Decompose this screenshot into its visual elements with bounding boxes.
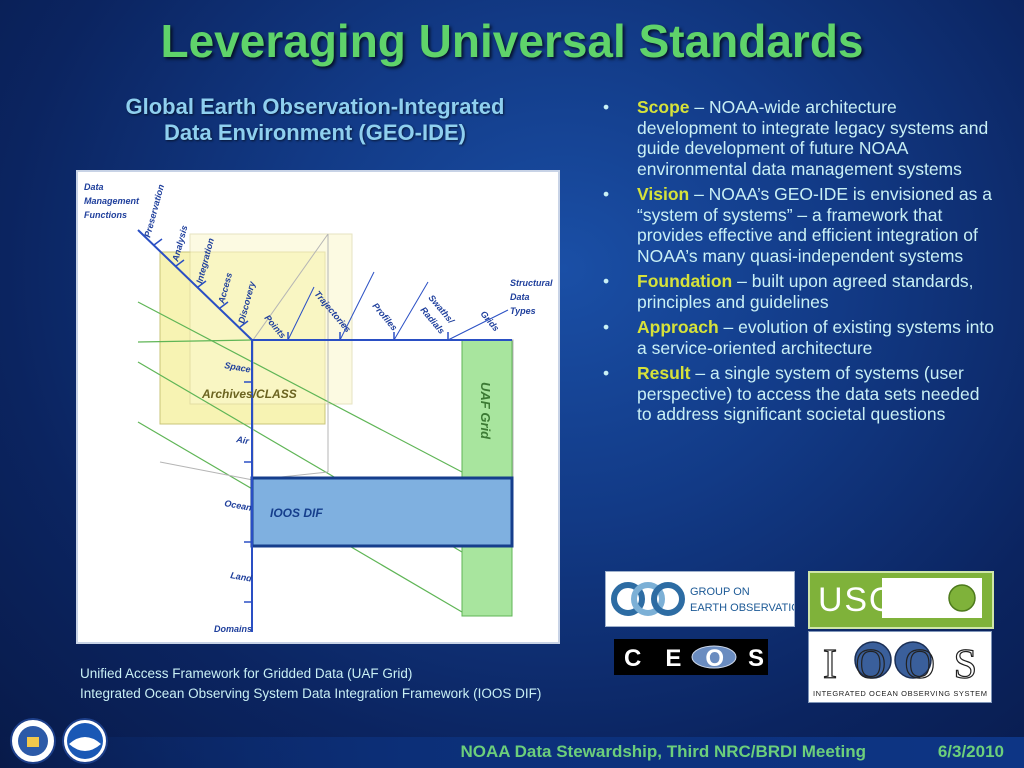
ioos-globe-icon-1 <box>854 641 892 679</box>
ceos-logo: CEOS <box>614 639 768 675</box>
bullet-term: Result <box>637 363 691 383</box>
axis-functions <box>137 229 253 341</box>
bullet-term: Approach <box>637 317 719 337</box>
usgeo-logo-svg: USGEO <box>818 578 982 619</box>
green-line-4 <box>137 339 254 343</box>
bullet-scope: • Scope – NOAA-wide architecture developm… <box>603 97 998 179</box>
bullet-term: Scope <box>637 97 690 117</box>
geo-ring-1 <box>611 582 645 616</box>
ioos-label: IOOS DIF <box>270 506 323 520</box>
label-structural-3: Types <box>510 306 536 316</box>
bullet-text: – NOAA-wide architecture development to … <box>637 97 989 179</box>
domain-land: Land <box>230 570 253 584</box>
ioos-globe-icon-2 <box>894 641 932 679</box>
ioos-logo: IOOS INTEGRATED OCEAN OBSERVING SYSTEM <box>808 631 992 703</box>
tick-fn-4 <box>219 301 229 309</box>
type-profiles: Profiles <box>370 301 399 333</box>
geo-logo-svg: GROUP ON EARTH OBSERVATIONS <box>611 582 815 616</box>
tick-fn-3 <box>197 280 207 288</box>
footer-date: 6/3/2010 <box>937 742 1004 761</box>
label-data-management-3: Functions <box>84 210 127 220</box>
geo-text-line-2: EARTH OBSERVATIONS <box>690 602 794 614</box>
ioos-small-text: INTEGRATED OCEAN OBSERVING SYSTEM <box>813 689 987 698</box>
bullet-text: – evolution of existing systems into a s… <box>637 317 994 358</box>
bullet-dot: • <box>603 363 610 383</box>
bullet-list: • Scope – NOAA-wide architecture developm… <box>603 97 998 430</box>
ceos-logo-svg: CEOS <box>624 645 764 672</box>
label-data-management-2: Management <box>84 196 140 206</box>
domain-space: Space <box>224 360 252 374</box>
diagram-caption: Unified Access Framework for Gridded Dat… <box>80 664 541 704</box>
bullet-dot: • <box>603 184 610 204</box>
usgeo-logo: USGEO <box>808 571 994 629</box>
slide-title: Leveraging Universal Standards <box>160 15 864 67</box>
green-line-1 <box>137 301 463 473</box>
type-diag-1 <box>287 286 315 341</box>
usgeo-text: USGEO <box>818 581 948 619</box>
tick-fn-1 <box>153 238 163 246</box>
caption-line-1: Unified Access Framework for Gridded Dat… <box>80 666 413 681</box>
diagram-svg: Data Management Functions Preservation A… <box>84 182 553 634</box>
bullet-dot: • <box>603 97 610 117</box>
subtitle-line-1: Global Earth Observation-Integrated <box>125 94 505 119</box>
label-data-management-1: Data <box>84 182 104 192</box>
type-diag-4 <box>447 309 509 341</box>
geo-ring-3 <box>651 582 685 616</box>
type-diag-2 <box>339 271 375 341</box>
bullet-dot: • <box>603 271 610 291</box>
bullet-term: Foundation <box>637 271 733 291</box>
bullet-text: – built upon agreed standards, principle… <box>637 271 974 312</box>
tick-fn-2 <box>175 259 185 267</box>
bullet-result: • Result – a single system of systems (us… <box>603 363 998 425</box>
cube-edge-4 <box>159 461 254 481</box>
label-structural-2: Data <box>510 292 530 302</box>
domain-air: Air <box>235 434 251 446</box>
domain-ocean: Ocean <box>224 498 253 513</box>
geo-logo: GROUP ON EARTH OBSERVATIONS <box>605 571 815 627</box>
satellite-earth-icon <box>691 645 737 669</box>
domain-domains: Domains <box>214 624 252 634</box>
cube-edge-1 <box>252 233 329 341</box>
function-preservation: Preservation <box>142 183 166 239</box>
ioos-logo-svg: IOOS INTEGRATED OCEAN OBSERVING SYSTEM <box>813 641 987 698</box>
slide-subtitle: Global Earth Observation-Integrated Data… <box>60 94 570 146</box>
noaa-logo-icon <box>62 718 108 764</box>
caption-line-2: Integrated Ocean Observing System Data I… <box>80 686 542 701</box>
globe-icon <box>948 584 976 612</box>
type-grids: Grids <box>478 309 501 333</box>
footer-meeting: NOAA Data Stewardship, Third NRC/BRDI Me… <box>460 742 866 761</box>
geo-ide-diagram: Data Management Functions Preservation A… <box>76 170 560 644</box>
archives-back <box>189 233 353 405</box>
geo-ring-2 <box>631 582 665 616</box>
bullet-dot: • <box>603 317 610 337</box>
subtitle-line-2: Data Environment (GEO-IDE) <box>164 120 466 145</box>
bullet-text: – NOAA’s GEO-IDE is envisioned as a “sys… <box>637 184 993 266</box>
bullet-approach: • Approach – evolution of existing system… <box>603 317 998 358</box>
tick-fn-5 <box>239 320 249 328</box>
bullet-foundation: • Foundation – built upon agreed standard… <box>603 271 998 312</box>
type-diag-3 <box>393 281 429 341</box>
label-structural-1: Structural <box>510 278 553 288</box>
bullet-term: Vision <box>637 184 690 204</box>
bullet-vision: • Vision – NOAA’s GEO-IDE is envisioned a… <box>603 184 998 266</box>
geo-text-line-1: GROUP ON <box>690 586 750 598</box>
uaf-label: UAF Grid <box>478 382 493 440</box>
footer-bar <box>0 737 1024 768</box>
doc-seal-icon <box>10 718 56 764</box>
archives-label: Archives/CLASS <box>201 387 297 401</box>
bullet-text: – a single system of systems (user persp… <box>637 363 980 424</box>
